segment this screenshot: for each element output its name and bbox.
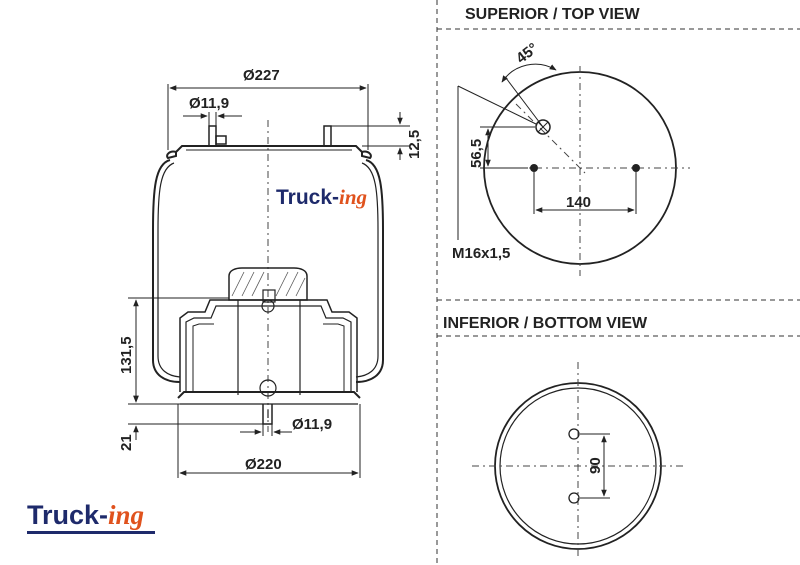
bottom-view-heading: INFERIOR / BOTTOM VIEW xyxy=(443,315,648,332)
top-view-drawing xyxy=(457,63,690,276)
side-view-drawing xyxy=(152,120,384,432)
hole-spacing-label: 90 xyxy=(587,457,604,474)
inner-brand-logo: Truck-ing xyxy=(276,185,367,209)
diameter-bottom-label: Ø220 xyxy=(245,456,282,473)
diameter-top-label: Ø227 xyxy=(243,67,280,84)
thread-label: M16x1,5 xyxy=(452,245,510,262)
top-view-heading: SUPERIOR / TOP VIEW xyxy=(465,6,640,23)
stud-spacing-label: 140 xyxy=(566,194,591,211)
angle-label: 45° xyxy=(513,40,541,67)
body-height-label: 131,5 xyxy=(118,336,135,374)
side-view-dimensions xyxy=(128,84,410,478)
base-height-label: 21 xyxy=(118,434,135,451)
view-separators xyxy=(436,0,800,565)
svg-text:Truck-ing: Truck-ing xyxy=(276,185,367,209)
offset-label: 56,5 xyxy=(468,139,485,168)
stud-diameter-bottom-label: Ø11,9 xyxy=(292,416,332,433)
stud-diameter-top-label: Ø11,9 xyxy=(189,95,229,112)
bottom-view-drawing xyxy=(472,362,686,556)
brand-logo: Truck-ing xyxy=(27,500,155,534)
svg-text:Truck-ing: Truck-ing xyxy=(27,500,144,530)
stud-height-label: 12,5 xyxy=(406,130,423,159)
